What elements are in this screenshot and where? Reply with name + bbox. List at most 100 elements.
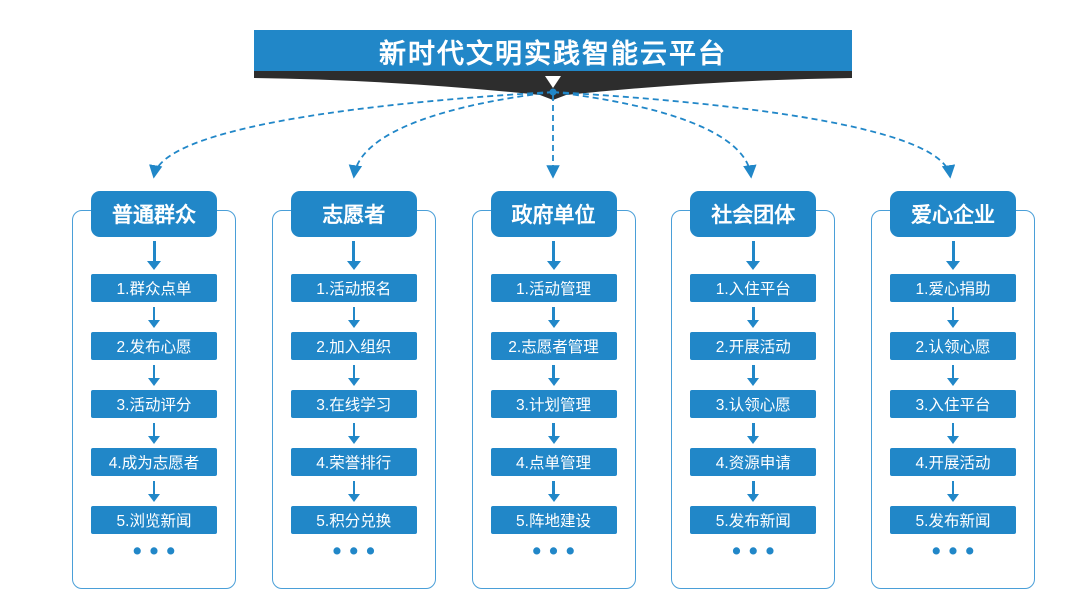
step-label: 3.认领心愿	[715, 397, 791, 414]
down-arrow-icon	[547, 302, 560, 332]
step-label: 3.在线学习	[316, 397, 392, 414]
down-arrow-icon	[546, 237, 561, 274]
down-arrow-icon	[147, 237, 161, 274]
step-label: 5.发布新闻	[715, 513, 791, 530]
down-arrow-icon	[347, 302, 360, 332]
platform-title: 新时代文明实践智能云平台	[379, 38, 727, 69]
column-volunteer: 志愿者 1.活动报名 2.加入组织 3.在线学习 4.荣誉排行 5.积分兑换 •…	[271, 191, 436, 589]
down-arrow-icon	[747, 302, 760, 332]
step-label: 3.计划管理	[516, 397, 591, 414]
step-label: 5.发布新闻	[915, 513, 991, 530]
ellipsis-icon: •••	[332, 537, 383, 565]
column-header: 普通群众	[91, 191, 217, 237]
down-arrow-icon	[547, 360, 560, 390]
banner-ribbon	[254, 71, 852, 100]
step-box: 3.认领心愿	[690, 390, 817, 418]
connector-lines	[149, 88, 956, 179]
step-box: 5.发布新闻	[690, 506, 817, 534]
step-box: 1.入住平台	[690, 274, 817, 302]
down-arrow-icon	[947, 302, 959, 332]
step-label: 1.爱心捐助	[915, 281, 991, 298]
down-arrow-icon	[148, 476, 160, 506]
down-arrow-icon	[947, 360, 959, 390]
down-arrow-icon	[746, 237, 761, 274]
column-header: 社会团体	[690, 191, 817, 237]
step-box: 4.成为志愿者	[91, 448, 217, 476]
down-arrow-icon	[148, 418, 160, 448]
dashed-connector-1	[149, 91, 554, 179]
step-box: 2.认领心愿	[890, 332, 1016, 360]
down-arrow-icon	[346, 237, 361, 274]
column-government: 政府单位 1.活动管理 2.志愿者管理 3.计划管理 4.点单管理 5.阵地建设…	[471, 191, 636, 589]
step-label: 5.浏览新闻	[116, 513, 192, 530]
down-arrow-icon	[547, 476, 560, 506]
step-box: 2.加入组织	[290, 332, 417, 360]
step-label: 4.点单管理	[516, 455, 591, 472]
column-enterprise: 爱心企业 1.爱心捐助 2.认领心愿 3.入住平台 4.开展活动 5.发布新闻 …	[871, 191, 1035, 589]
step-label: 1.群众点单	[116, 281, 192, 298]
down-arrow-icon	[148, 302, 160, 332]
step-label: 2.发布心愿	[116, 339, 192, 356]
step-box: 1.爱心捐助	[890, 274, 1016, 302]
column-header-label: 社会团体	[711, 204, 796, 227]
column-header-label: 志愿者	[322, 204, 386, 227]
dashed-connector-4	[552, 91, 757, 179]
step-box: 1.活动管理	[490, 274, 617, 302]
down-arrow-icon	[747, 360, 760, 390]
step-box: 5.积分兑换	[290, 506, 417, 534]
step-box: 4.点单管理	[490, 448, 617, 476]
column-header-label: 政府单位	[511, 204, 596, 227]
dashed-connector-2	[348, 91, 554, 179]
column-header: 爱心企业	[890, 191, 1016, 237]
step-box: 1.活动报名	[290, 274, 417, 302]
ellipsis-icon: •••	[532, 537, 583, 565]
step-label: 2.认领心愿	[915, 339, 991, 356]
ellipsis-icon: •••	[132, 537, 184, 565]
down-arrow-icon	[347, 360, 360, 390]
step-box: 3.入住平台	[890, 390, 1016, 418]
column-general-public: 普通群众 1.群众点单 2.发布心愿 3.活动评分 4.成为志愿者 5.浏览新闻…	[72, 191, 236, 589]
down-arrow-icon	[947, 418, 959, 448]
step-label: 2.加入组织	[316, 339, 392, 356]
step-box: 2.发布心愿	[91, 332, 217, 360]
role-columns: 普通群众 1.群众点单 2.发布心愿 3.活动评分 4.成为志愿者 5.浏览新闻…	[0, 191, 1080, 589]
column-header-label: 普通群众	[112, 204, 196, 227]
step-label: 2.开展活动	[715, 339, 791, 356]
step-label: 1.入住平台	[715, 281, 791, 298]
down-arrow-icon	[947, 476, 959, 506]
down-arrow-icon	[545, 76, 561, 88]
column-header-label: 爱心企业	[911, 204, 995, 227]
step-box: 5.发布新闻	[890, 506, 1016, 534]
step-label: 4.开展活动	[915, 455, 991, 472]
platform-title-banner: 新时代文明实践智能云平台	[254, 30, 852, 72]
down-arrow-icon	[547, 418, 560, 448]
ellipsis-icon: •••	[732, 537, 783, 565]
step-label: 4.荣誉排行	[316, 455, 392, 472]
step-label: 3.活动评分	[116, 397, 192, 414]
step-label: 5.积分兑换	[316, 513, 392, 530]
dashed-connector-5	[552, 91, 956, 179]
step-box: 2.开展活动	[690, 332, 817, 360]
step-box: 3.活动评分	[91, 390, 217, 418]
down-arrow-icon	[347, 476, 360, 506]
step-label: 4.资源申请	[715, 455, 791, 472]
step-label: 3.入住平台	[915, 397, 991, 414]
step-label: 1.活动报名	[316, 281, 392, 298]
step-label: 5.阵地建设	[516, 513, 591, 530]
step-box: 4.资源申请	[690, 448, 817, 476]
step-box: 5.浏览新闻	[91, 506, 217, 534]
column-header: 政府单位	[490, 191, 617, 237]
step-box: 4.荣誉排行	[290, 448, 417, 476]
step-box: 5.阵地建设	[490, 506, 617, 534]
step-label: 2.志愿者管理	[508, 339, 599, 356]
step-box: 2.志愿者管理	[490, 332, 617, 360]
step-label: 1.活动管理	[516, 281, 591, 298]
column-header: 志愿者	[290, 191, 417, 237]
step-box: 1.群众点单	[91, 274, 217, 302]
ellipsis-icon: •••	[931, 537, 983, 565]
down-arrow-icon	[946, 237, 960, 274]
step-box: 3.在线学习	[290, 390, 417, 418]
down-arrow-icon	[347, 418, 360, 448]
step-box: 3.计划管理	[490, 390, 617, 418]
